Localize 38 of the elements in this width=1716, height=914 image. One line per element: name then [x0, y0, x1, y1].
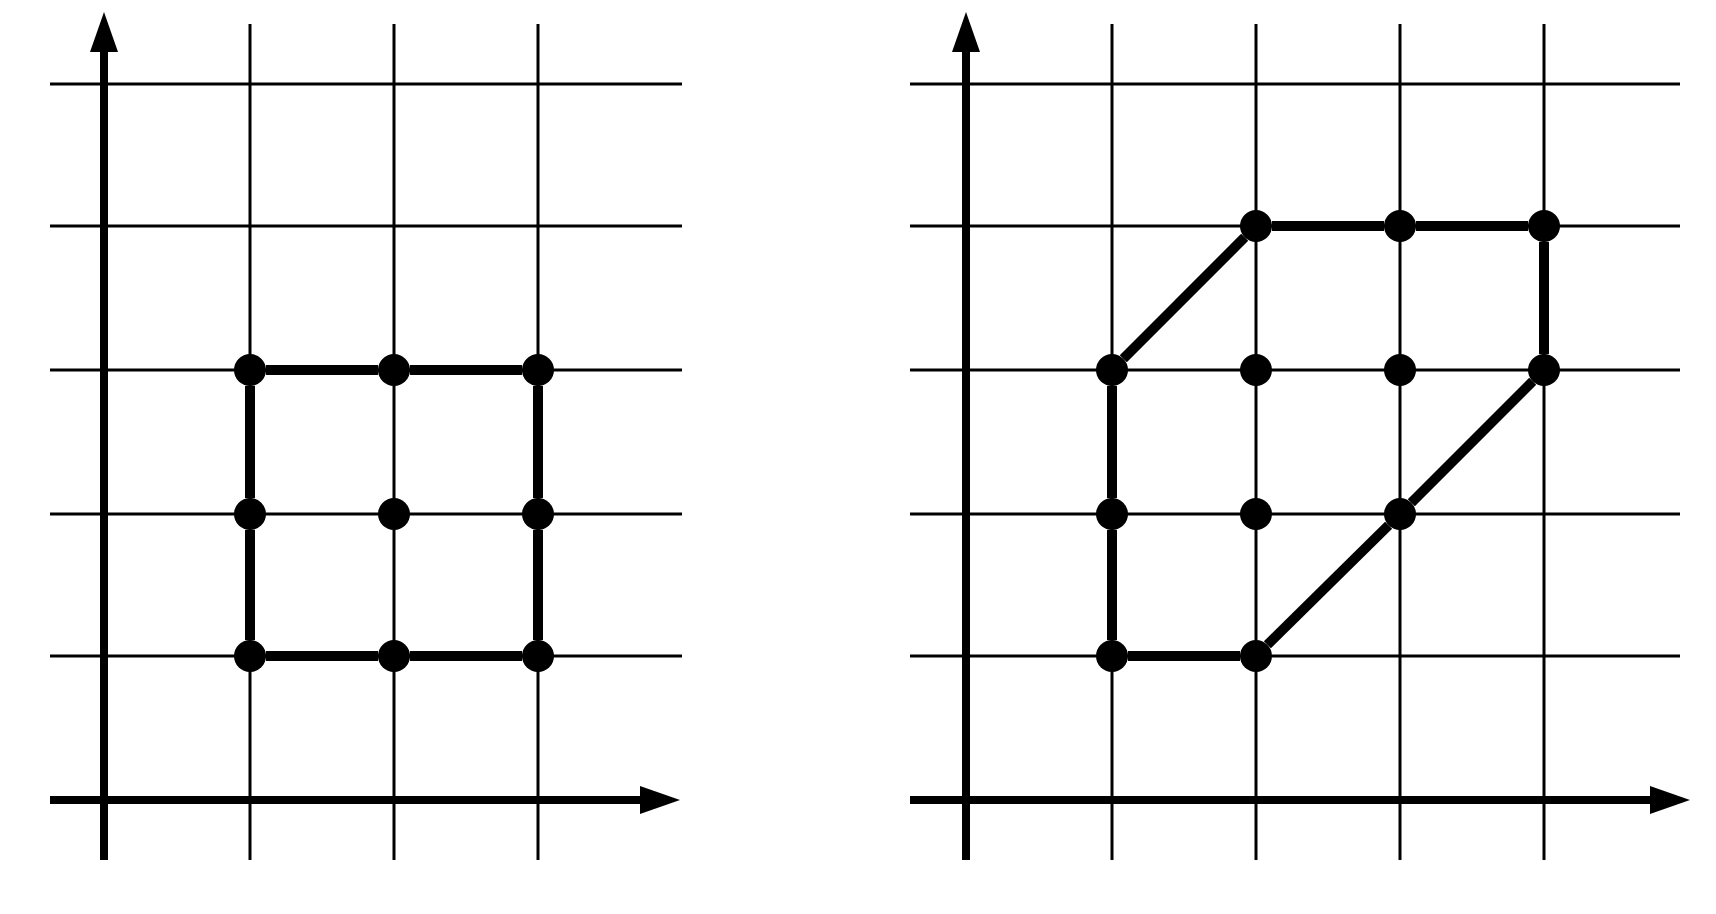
- polygon-edge: [1416, 221, 1528, 231]
- polygon-edge: [1107, 530, 1117, 640]
- lattice-point: [1528, 354, 1560, 386]
- polygon-edge: [533, 530, 543, 640]
- lattice-point: [1096, 498, 1128, 530]
- lattice-point: [522, 640, 554, 672]
- polygon-edge: [410, 651, 522, 661]
- lattice-point: [1240, 640, 1272, 672]
- polygon-edge: [245, 530, 255, 640]
- lattice-point: [1384, 498, 1416, 530]
- lattice-point: [1384, 354, 1416, 386]
- lattice-point: [1240, 498, 1272, 530]
- polygon-edge: [1107, 386, 1117, 498]
- lattice-point: [522, 498, 554, 530]
- lattice-point: [1240, 354, 1272, 386]
- lattice-point: [1528, 210, 1560, 242]
- polygon-edge: [1272, 221, 1384, 231]
- polygon-edge: [410, 365, 522, 375]
- lattice-point: [378, 640, 410, 672]
- lattice-point: [1240, 210, 1272, 242]
- polygon-edge: [533, 386, 543, 498]
- lattice-point: [1096, 640, 1128, 672]
- lattice-point: [522, 354, 554, 386]
- polygon-edge: [1119, 233, 1249, 363]
- lattice-point: [378, 354, 410, 386]
- lattice-point: [1096, 354, 1128, 386]
- polygon-edge: [245, 386, 255, 498]
- polygon-edge: [1263, 521, 1393, 649]
- polygon-edge: [1539, 242, 1549, 354]
- lattice-point: [234, 498, 266, 530]
- polygon-edge: [1407, 377, 1537, 507]
- lattice-point: [1384, 210, 1416, 242]
- polygon-edge: [266, 651, 378, 661]
- lattice-point: [378, 498, 410, 530]
- polygon-edge: [1128, 651, 1240, 661]
- lattice-point: [234, 354, 266, 386]
- polygon-edge: [266, 365, 378, 375]
- lattice-point: [234, 640, 266, 672]
